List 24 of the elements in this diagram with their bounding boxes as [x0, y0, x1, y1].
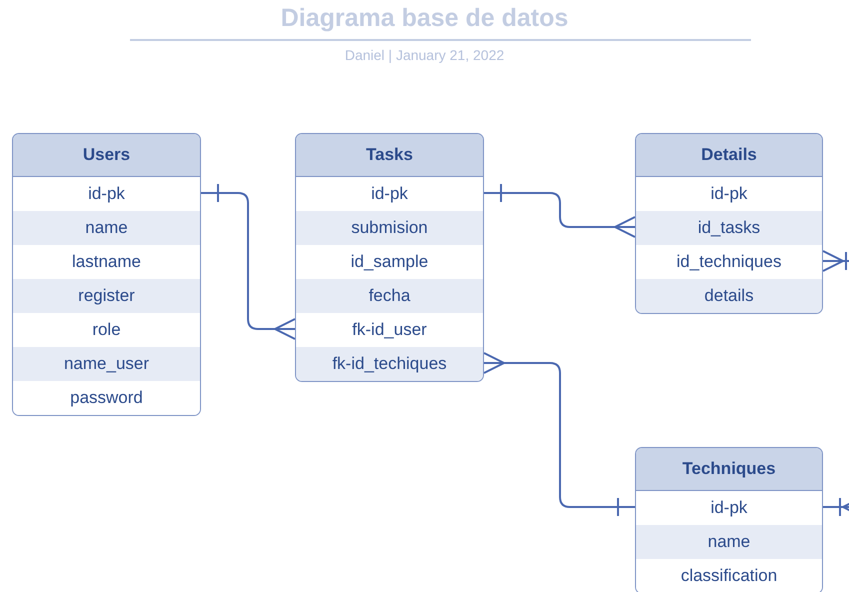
- relationship-connector: [201, 183, 296, 340]
- table-header: Details: [636, 134, 822, 177]
- table-header: Users: [13, 134, 200, 177]
- field-row: details: [636, 279, 822, 313]
- diagram-title: Diagrama base de datos: [280, 4, 570, 33]
- table-header: Tasks: [296, 134, 483, 177]
- field-row: fk-id_techiques: [296, 347, 483, 381]
- entity-table: [12, 133, 201, 416]
- entity-table: [295, 133, 484, 382]
- relationship-connector: [823, 496, 849, 518]
- entity-table: [635, 133, 823, 314]
- table-header: Techniques: [636, 448, 822, 491]
- field-row: fecha: [296, 279, 483, 313]
- field-row: name: [636, 525, 822, 559]
- entity-table: [635, 447, 823, 592]
- field-row: name_user: [13, 347, 200, 381]
- relationship-connector: [822, 250, 849, 272]
- relationship-connector: [483, 352, 635, 517]
- field-row: register: [13, 279, 200, 313]
- relationship-connector: [484, 183, 636, 238]
- author-date-caption: Daniel | January 21, 2022: [344, 47, 506, 63]
- field-row: submision: [296, 211, 483, 245]
- field-row: id_tasks: [636, 211, 822, 245]
- field-row: name: [13, 211, 200, 245]
